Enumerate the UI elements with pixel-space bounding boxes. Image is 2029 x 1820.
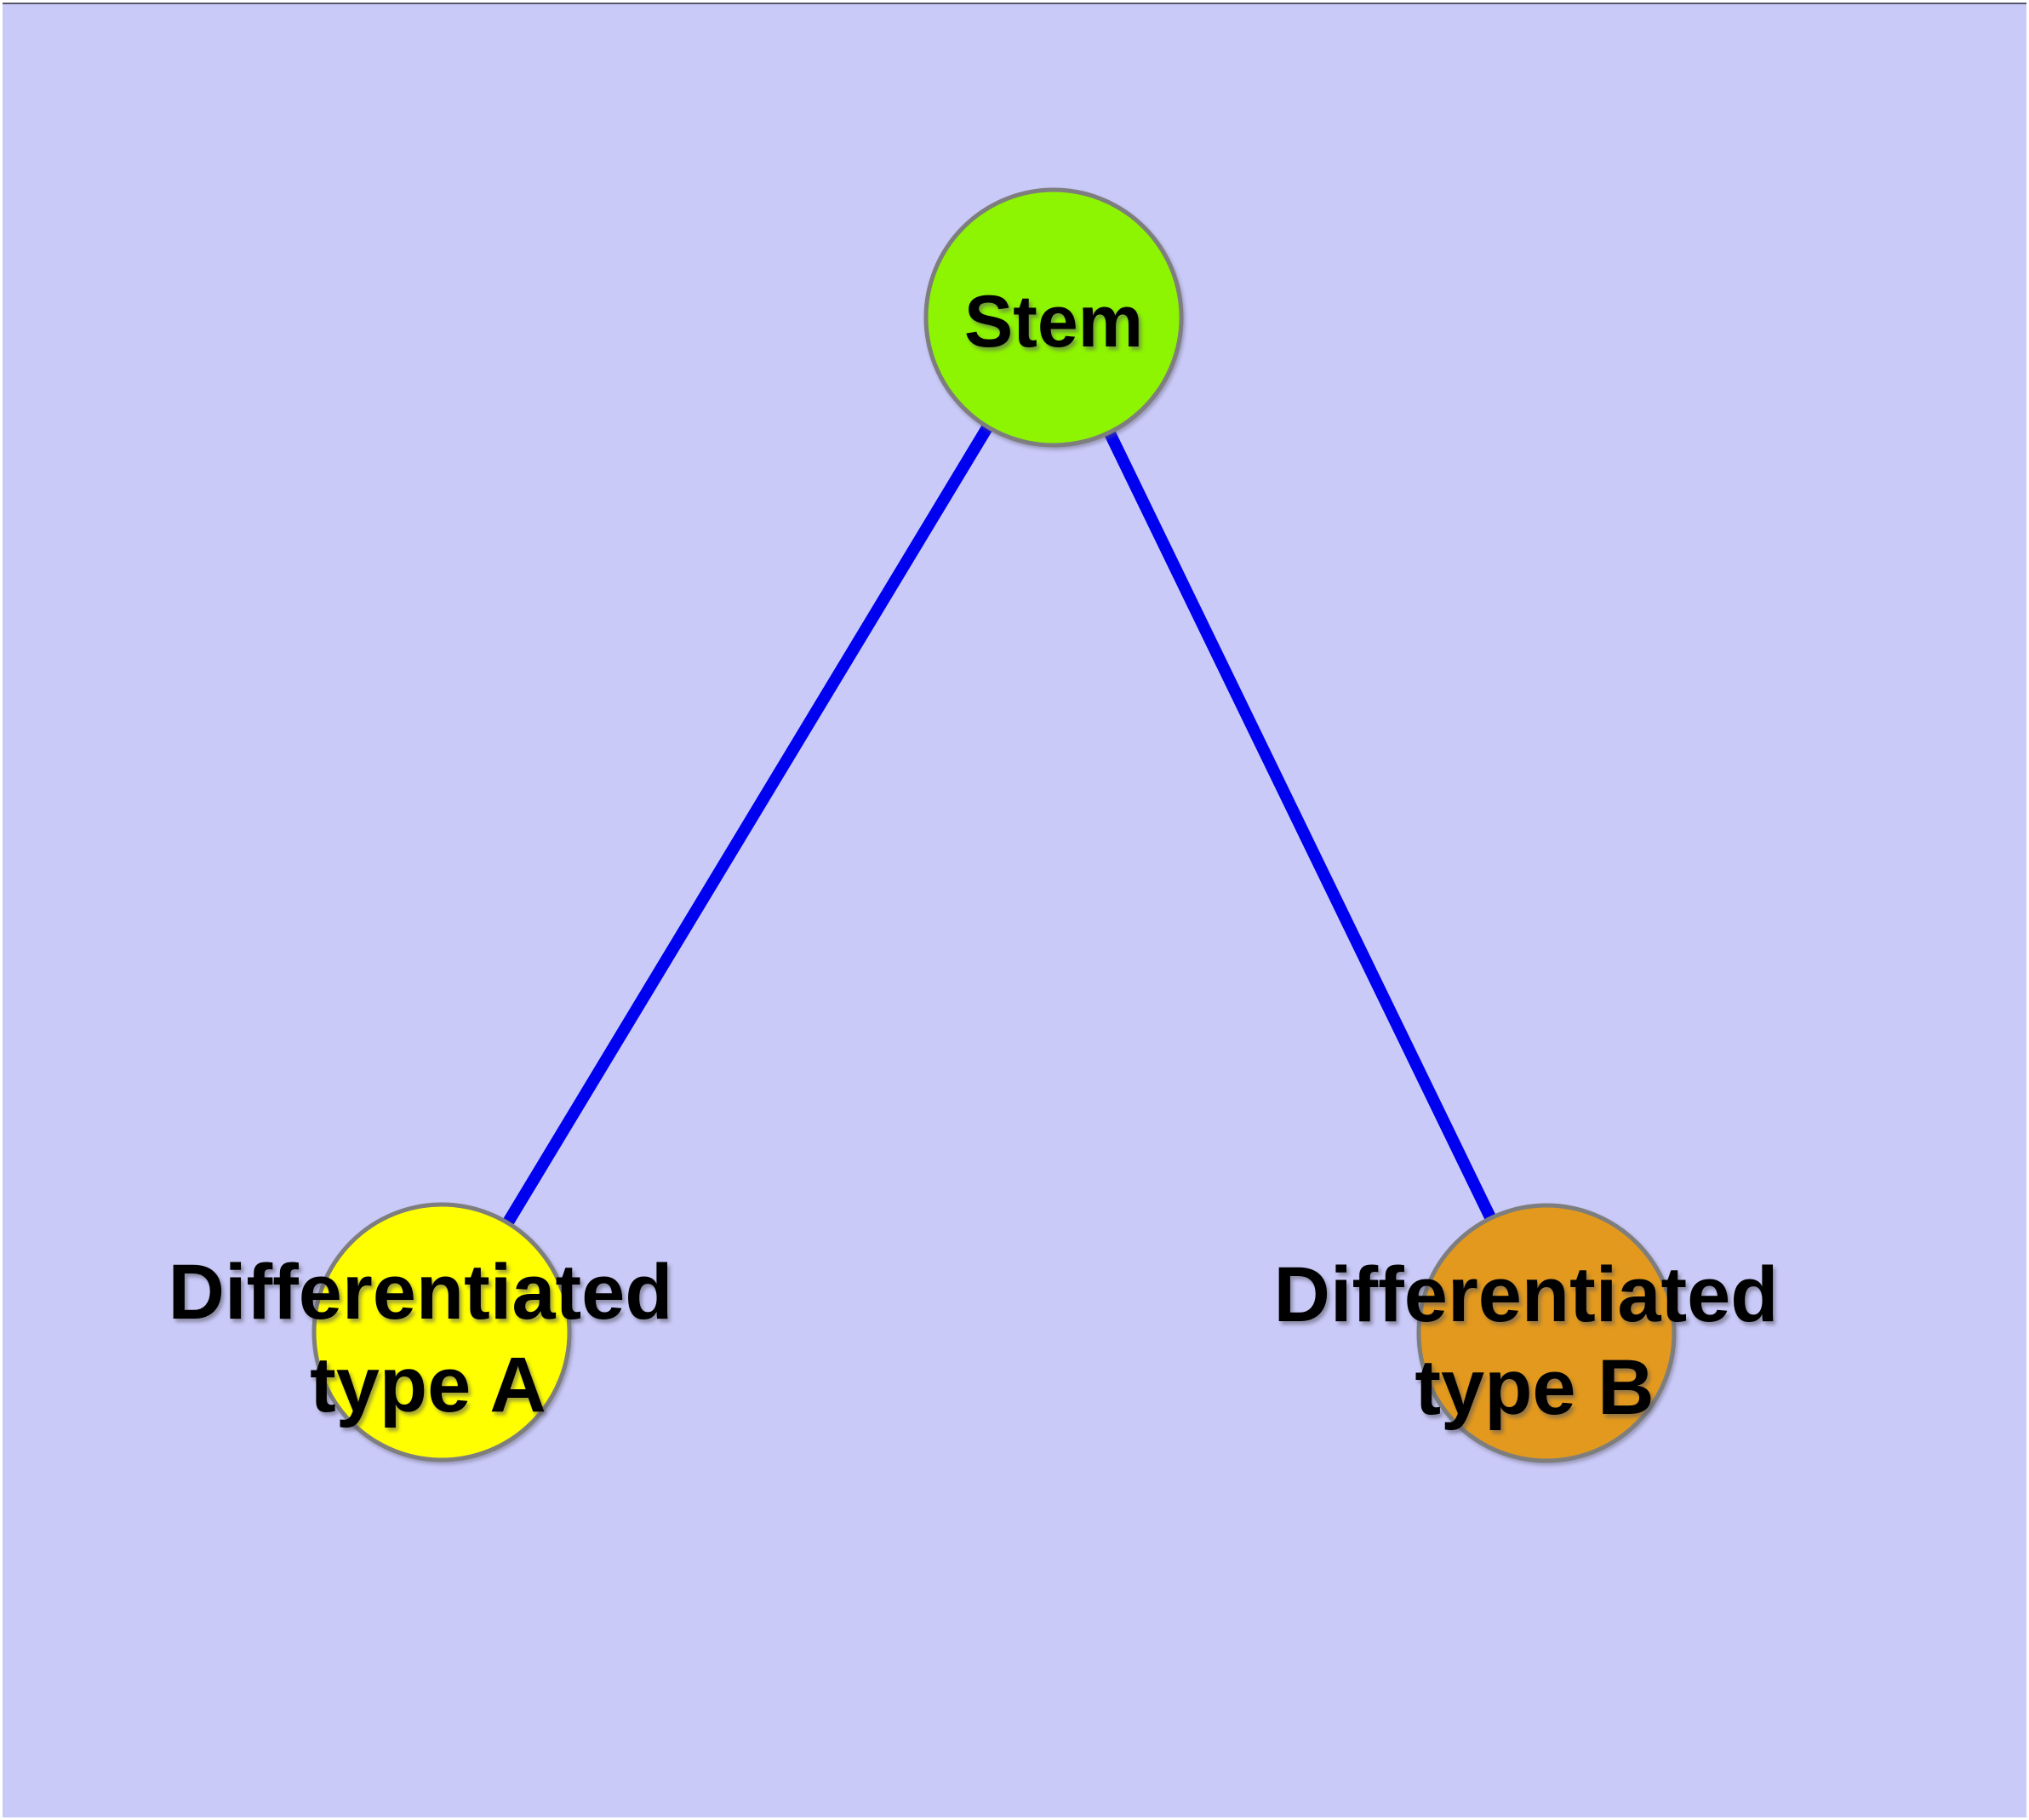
type-a-node-label-line1: Differentiated	[169, 1249, 673, 1336]
frame-inset-shadow	[3, 3, 2026, 4]
type-a-node: Differentiated type A	[169, 1202, 673, 1462]
stem-node: Stem	[923, 187, 1184, 448]
edge-stem-to-type-b	[1048, 314, 1552, 1336]
stem-node-label: Stem	[964, 281, 1143, 363]
type-b-node-label-line2: type B	[1415, 1344, 1654, 1431]
type-b-node-label-line1: Differentiated	[1274, 1251, 1779, 1338]
edge-stem-to-type-a	[437, 314, 1059, 1336]
type-a-node-circle	[311, 1202, 572, 1462]
type-b-node: Differentiated type B	[1274, 1203, 1779, 1463]
type-a-node-label-line2: type A	[310, 1342, 546, 1428]
stem-node-circle	[923, 187, 1184, 448]
type-b-node-circle	[1416, 1203, 1677, 1463]
